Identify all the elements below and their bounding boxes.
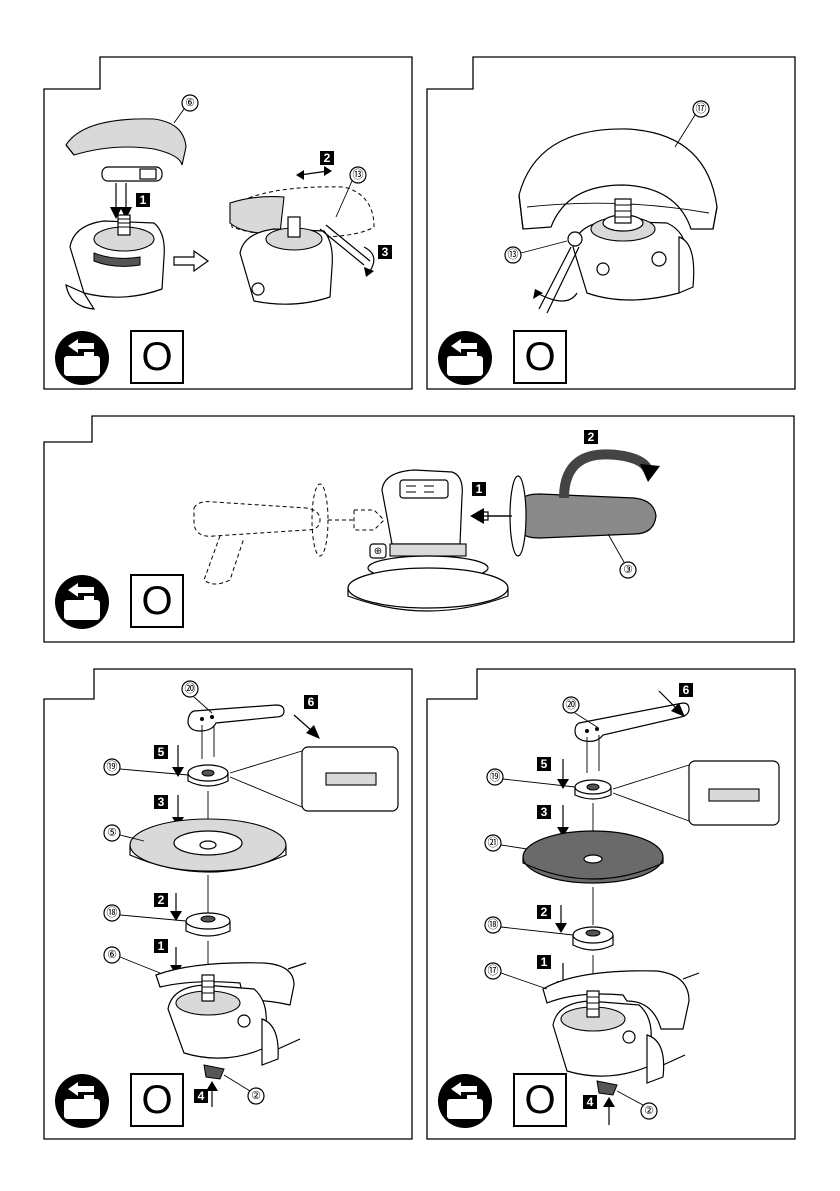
callout-guard: ⑥ — [185, 97, 195, 109]
battery-remove-icon — [54, 330, 110, 386]
step-label: 1 — [158, 939, 165, 953]
callout-flange-nut: ⑲ — [490, 770, 501, 783]
step-label: 3 — [541, 805, 548, 819]
mark-box: O — [513, 330, 567, 384]
callout-guard: ⑰ — [696, 102, 707, 115]
wheel-install-illustration: ⑳ ⑲ ㉑ ⑱ ⑰ ② 1 2 3 4 5 6 — [427, 669, 797, 1142]
step-label: 6 — [683, 683, 690, 697]
grinding-wheel-icon — [130, 819, 286, 872]
figure-panel-side-handle: ⊕ ③ 1 2 O — [44, 416, 796, 644]
step-label: 4 — [587, 1095, 594, 1109]
mark-box: O — [130, 574, 184, 628]
step-label: 6 — [308, 695, 315, 709]
step-label: 5 — [158, 745, 165, 759]
callout-flange-nut: ⑲ — [107, 760, 118, 773]
step-label: 4 — [198, 1089, 205, 1103]
mark-box: O — [130, 330, 184, 384]
step-label: 1 — [476, 482, 483, 496]
callout-lock-button: ② — [644, 1105, 654, 1117]
battery-remove-icon — [437, 1073, 493, 1129]
battery-remove-icon — [54, 1073, 110, 1129]
callout-inner-flange: ⑱ — [488, 918, 499, 931]
svg-text:⊕: ⊕ — [374, 546, 382, 557]
figure-panel-wheel-install-a: ⑳ ⑲ ⑤ ⑱ ⑥ ② 1 2 3 4 5 6 O — [44, 669, 414, 1142]
wheel-install-illustration: ⑳ ⑲ ⑤ ⑱ ⑥ ② 1 2 3 4 5 6 — [44, 669, 414, 1142]
callout-screw: ⑬ — [353, 168, 364, 181]
step-label: 1 — [541, 955, 548, 969]
step-label: 3 — [158, 795, 165, 809]
callout-guard: ⑰ — [488, 964, 499, 977]
mark-box: O — [513, 1073, 567, 1127]
callout-disc: ㉑ — [488, 836, 499, 849]
figure-panel-guard-adjust: ⑰ ⑬ O — [427, 57, 797, 392]
step-label: 3 — [382, 245, 389, 259]
callout-screw: ⑬ — [508, 248, 519, 261]
figure-panel-guard-install: ⑥ ⑬ 1 2 3 O — [44, 57, 414, 392]
callout-wrench: ⑳ — [185, 682, 196, 695]
battery-remove-icon — [437, 330, 493, 386]
step-label: 2 — [158, 893, 165, 907]
callout-lock-button: ② — [251, 1090, 261, 1102]
mark-box: O — [130, 1073, 184, 1127]
step-label: 2 — [541, 905, 548, 919]
callout-inner-flange: ⑱ — [107, 906, 118, 919]
callout-wheel: ⑤ — [107, 827, 117, 839]
callout-wrench: ⑳ — [566, 698, 577, 711]
battery-remove-icon — [54, 574, 110, 630]
callout-guard: ⑥ — [107, 949, 117, 961]
callout-handle: ③ — [623, 564, 633, 576]
cutting-disc-icon — [523, 831, 663, 883]
step-label: 1 — [140, 193, 147, 207]
figure-panel-wheel-install-b: ⑳ ⑲ ㉑ ⑱ ⑰ ② 1 2 3 4 5 6 O — [427, 669, 797, 1142]
step-label: 5 — [541, 757, 548, 771]
step-label: 2 — [324, 151, 331, 165]
step-label: 2 — [588, 430, 595, 444]
